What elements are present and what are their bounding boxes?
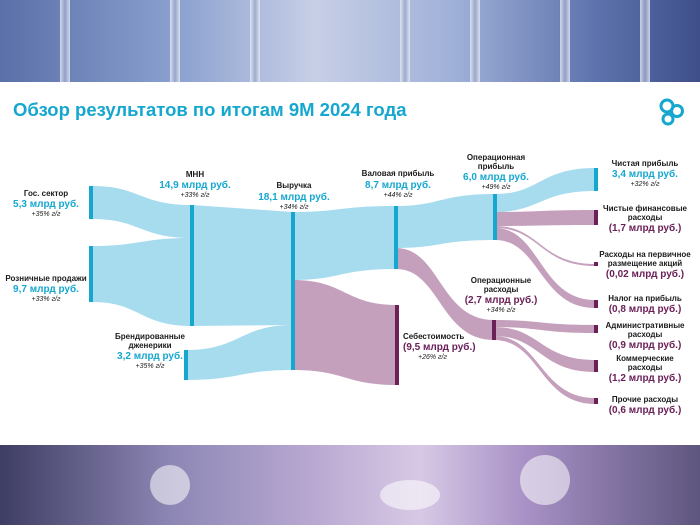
label-opex-name-2: расходы [484,285,519,294]
label-retail-growth: +33% г/г [32,296,61,303]
node-bar-finexp [594,210,598,225]
node-bar-retail [89,246,93,302]
flow-opex-to-commercial [494,327,595,372]
node-bar-commercial [594,360,598,372]
label-gross-growth: +44% г/г [384,192,413,199]
flow-revenue-to-cogs [293,280,397,385]
node-bar-revenue [291,212,295,370]
label-admin-name-2: расходы [628,330,663,339]
node-bar-gross [394,206,398,269]
label-mnn-value: 14,9 млрд руб. [159,179,231,191]
flow-opprofit-to-finexp [495,210,595,226]
label-gov-name: Гос. сектор [24,189,68,198]
label-commercial-name-1: Коммерческие [616,354,674,363]
label-opex-value: (2,7 млрд руб.) [465,294,538,306]
label-opex-name-1: Операционные [471,276,532,285]
label-net-value: 3,4 млрд руб. [612,168,678,180]
node-bar-net [594,168,598,191]
label-retail-value: 9,7 млрд руб. [13,283,79,295]
label-revenue-value: 18,1 млрд руб. [258,191,330,203]
node-bar-tax [594,300,598,308]
flow-revenue-to-gross [293,206,396,280]
label-admin-value: (0,9 млрд руб.) [609,339,682,351]
flow-opprofit-to-net [495,168,595,212]
flow-retail-to-mnn [92,238,192,326]
label-branded-name-1: Брендированные [115,332,185,341]
flow-gross-to-opprofit [396,194,495,248]
node-bar-branded [184,350,188,380]
label-finexp-name-1: Чистые финансовые [603,204,688,213]
node-bar-admin [594,325,598,333]
flow-opprofit-to-tax [495,228,595,308]
label-net-growth: +32% г/г [631,181,660,188]
label-cogs-growth: +26% г/г [418,354,447,361]
label-finexp-name-2: расходы [628,213,663,222]
label-mnn-growth: +33% г/г [181,192,210,199]
flow-mnn-to-revenue [192,205,293,326]
label-other-name: Прочие расходы [612,395,678,404]
flow-opex-to-admin [494,320,595,333]
label-branded-value: 3,2 млрд руб. [117,350,183,362]
label-tax-name: Налог на прибыль [608,294,682,303]
label-cogs-value: (9,5 млрд руб.) [403,341,476,353]
label-revenue-name: Выручка [277,181,312,190]
label-gov-growth: +35% г/г [32,211,61,218]
label-branded-name-2: дженерики [128,341,171,350]
label-gross-value: 8,7 млрд руб. [365,179,431,191]
node-bar-other [594,398,598,404]
label-ipo-name-2: размещение акций [608,259,682,268]
header-banner-photo [0,0,700,82]
node-bar-mnn [190,205,194,326]
label-opex-growth: +34% г/г [487,307,516,314]
flow-gov-to-mnn [92,186,192,238]
node-bar-cogs [395,305,399,385]
label-gov-value: 5,3 млрд руб. [13,198,79,210]
page-title: Обзор результатов по итогам 9М 2024 года [13,99,407,120]
node-bar-gov [89,186,93,219]
label-ipo-value: (0,02 млрд руб.) [606,268,684,280]
node-bar-ipo [594,262,598,266]
label-ipo-name-1: Расходы на первичное [599,250,691,259]
label-revenue-growth: +34% г/г [280,204,309,211]
company-logo-icon [659,98,684,126]
label-mnn-name: МНН [186,170,204,179]
label-other-value: (0,6 млрд руб.) [609,404,682,416]
label-cogs-name: Себестоимость [403,332,464,341]
label-branded-growth: +35% г/г [136,363,165,370]
label-finexp-value: (1,7 млрд руб.) [609,222,682,234]
label-gross-name: Валовая прибыль [362,169,435,178]
label-retail-name: Розничные продажи [5,274,86,283]
node-bar-opex [492,320,496,340]
node-bar-opprofit [493,194,497,240]
footer-banner-photo [0,445,700,525]
label-opprofit-name-1: Операционная [467,153,526,162]
flow-branded-to-revenue [186,325,293,380]
label-opprofit-value: 6,0 млрд руб. [463,171,529,183]
label-opprofit-growth: +49% г/г [482,184,511,191]
label-commercial-name-2: расходы [628,363,663,372]
label-net-name: Чистая прибыль [612,159,679,168]
label-admin-name-1: Административные [605,321,685,330]
label-tax-value: (0,8 млрд руб.) [609,303,682,315]
label-opprofit-name-2: прибыль [478,162,514,171]
label-commercial-value: (1,2 млрд руб.) [609,372,682,384]
flow-gross-to-opex [396,248,494,340]
